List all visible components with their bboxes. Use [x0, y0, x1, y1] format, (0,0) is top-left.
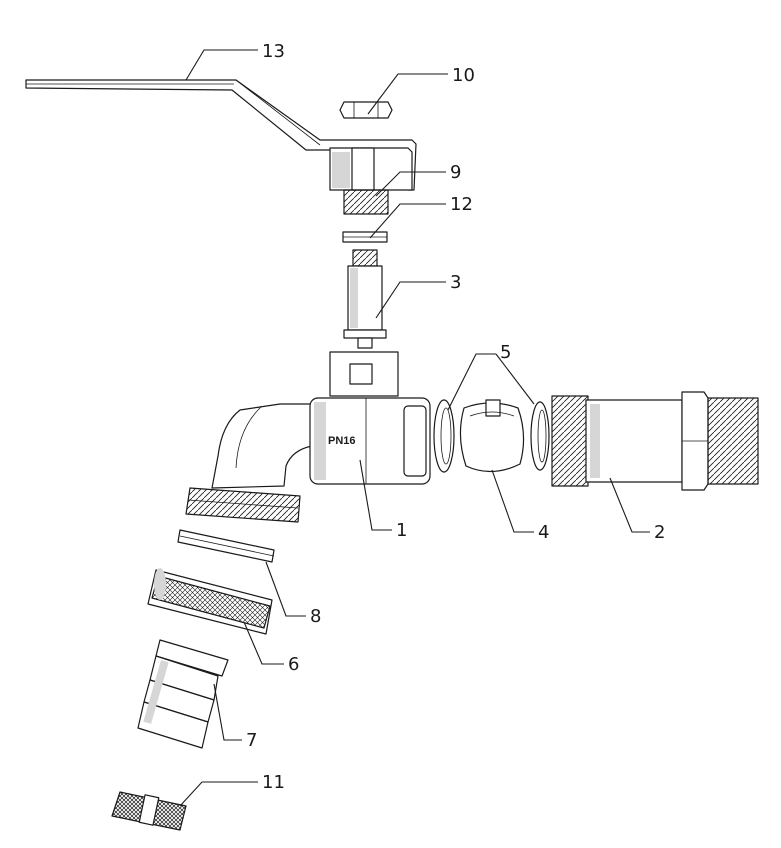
valve-stem [343, 249, 387, 349]
hex-nut [339, 101, 393, 119]
leader-lines [179, 49, 650, 807]
gasket [177, 529, 275, 563]
callout-6: 6 [288, 654, 299, 675]
callout-7: 7 [246, 730, 257, 751]
coupling-nut [147, 568, 273, 635]
strainer-mesh [111, 791, 187, 831]
callout-12: 12 [450, 194, 473, 215]
callout-11: 11 [262, 772, 285, 793]
seat-ring-left [433, 399, 455, 473]
pressure-rating-marking: PN16 [328, 435, 356, 447]
seat-ring-right [530, 401, 550, 471]
callout-10: 10 [452, 65, 475, 86]
callout-numbers: 13 10 9 12 3 5 1 4 2 8 6 7 11 [246, 41, 665, 793]
callout-1: 1 [396, 520, 407, 541]
callout-8: 8 [310, 606, 321, 627]
callout-4: 4 [538, 522, 549, 543]
callout-9: 9 [450, 162, 461, 183]
callout-5: 5 [500, 342, 511, 363]
flat-washer [342, 231, 388, 243]
callout-13: 13 [262, 41, 285, 62]
callout-2: 2 [654, 522, 665, 543]
callout-3: 3 [450, 272, 461, 293]
stem-housing [329, 147, 413, 215]
valve-body: PN16 [185, 351, 431, 523]
valve-ball [459, 399, 525, 473]
hose-tail [137, 639, 229, 749]
inlet-connector [551, 391, 759, 491]
